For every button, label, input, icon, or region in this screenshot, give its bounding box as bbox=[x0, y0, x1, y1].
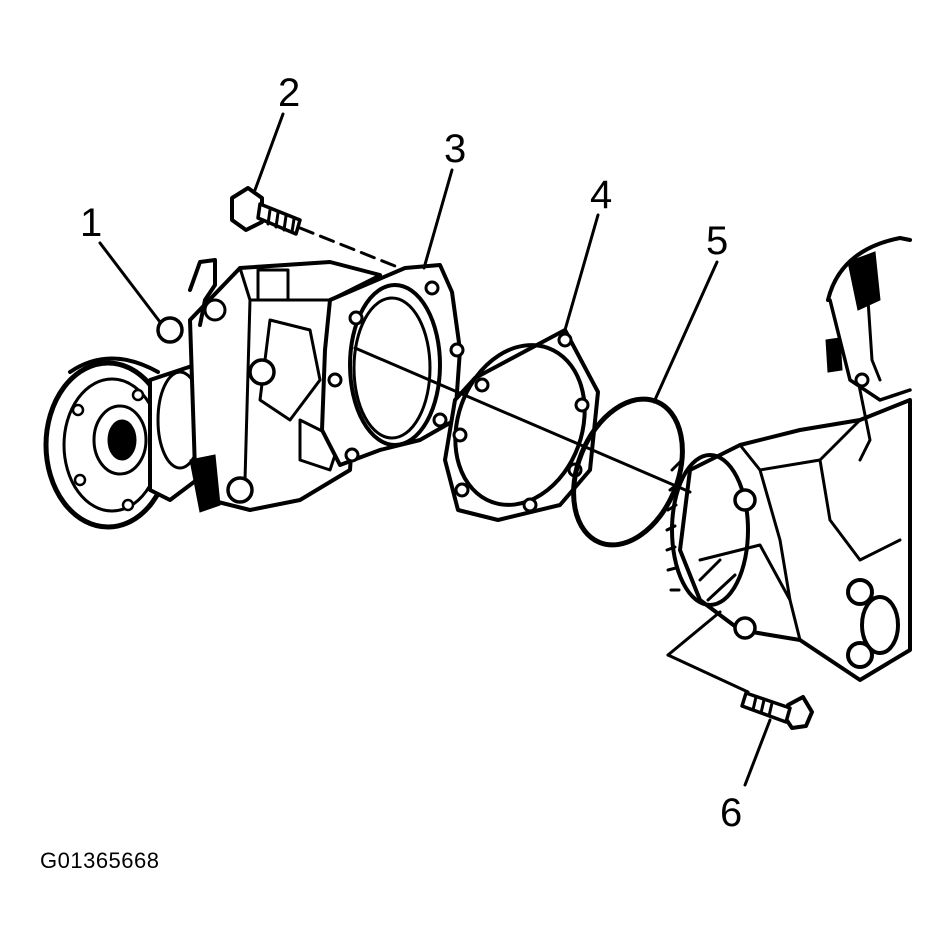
leader-lines bbox=[98, 112, 772, 787]
part-2-bolt bbox=[230, 186, 302, 236]
callout-1: 1 bbox=[80, 201, 102, 245]
leader-line-2 bbox=[253, 112, 285, 192]
leader-line-1 bbox=[98, 241, 162, 324]
callout-4: 4 bbox=[590, 173, 612, 217]
leader-line-6 bbox=[743, 718, 772, 787]
part-6-bolt bbox=[740, 691, 814, 730]
callout-3: 3 bbox=[444, 127, 466, 171]
transfer-case-housing bbox=[665, 236, 912, 682]
alignment-lines bbox=[298, 226, 750, 694]
leader-line-4 bbox=[563, 213, 600, 332]
callout-2: 2 bbox=[278, 71, 300, 115]
figure-id-label: G01365668 bbox=[40, 848, 160, 873]
part-5-o-ring bbox=[571, 396, 685, 548]
callout-5: 5 bbox=[706, 219, 728, 263]
callout-labels: 1 2 3 4 5 6 bbox=[80, 71, 742, 835]
leader-line-5 bbox=[652, 260, 719, 404]
callout-6: 6 bbox=[720, 791, 742, 835]
leader-line-3 bbox=[422, 168, 454, 270]
